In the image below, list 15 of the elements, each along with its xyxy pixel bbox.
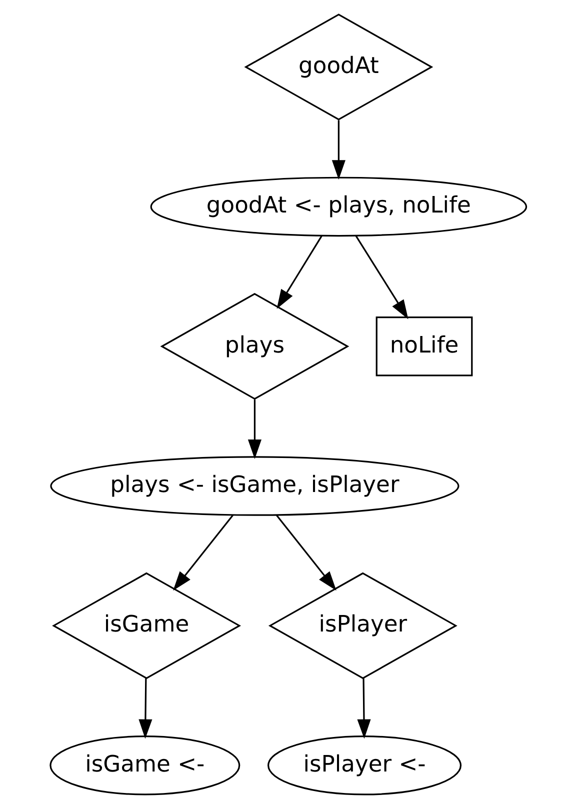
arrow [331,120,345,180]
node-ellipse: isPlayer <- [266,736,462,796]
node-diamond: plays [160,292,349,400]
arrow [275,514,336,591]
arrow [247,400,261,459]
node-box: noLife [375,316,472,376]
arrow [138,678,152,739]
node-ellipse: isGame <- [49,736,240,796]
node-ellipse: goodAt <- plays, noLife [150,176,527,237]
arrow [172,514,233,591]
node-diamond: goodAt [244,14,433,120]
arrow [356,678,370,739]
node-ellipse: plays <- isGame, isPlayer [50,456,459,516]
arrow [276,236,322,309]
arrow [354,236,408,320]
